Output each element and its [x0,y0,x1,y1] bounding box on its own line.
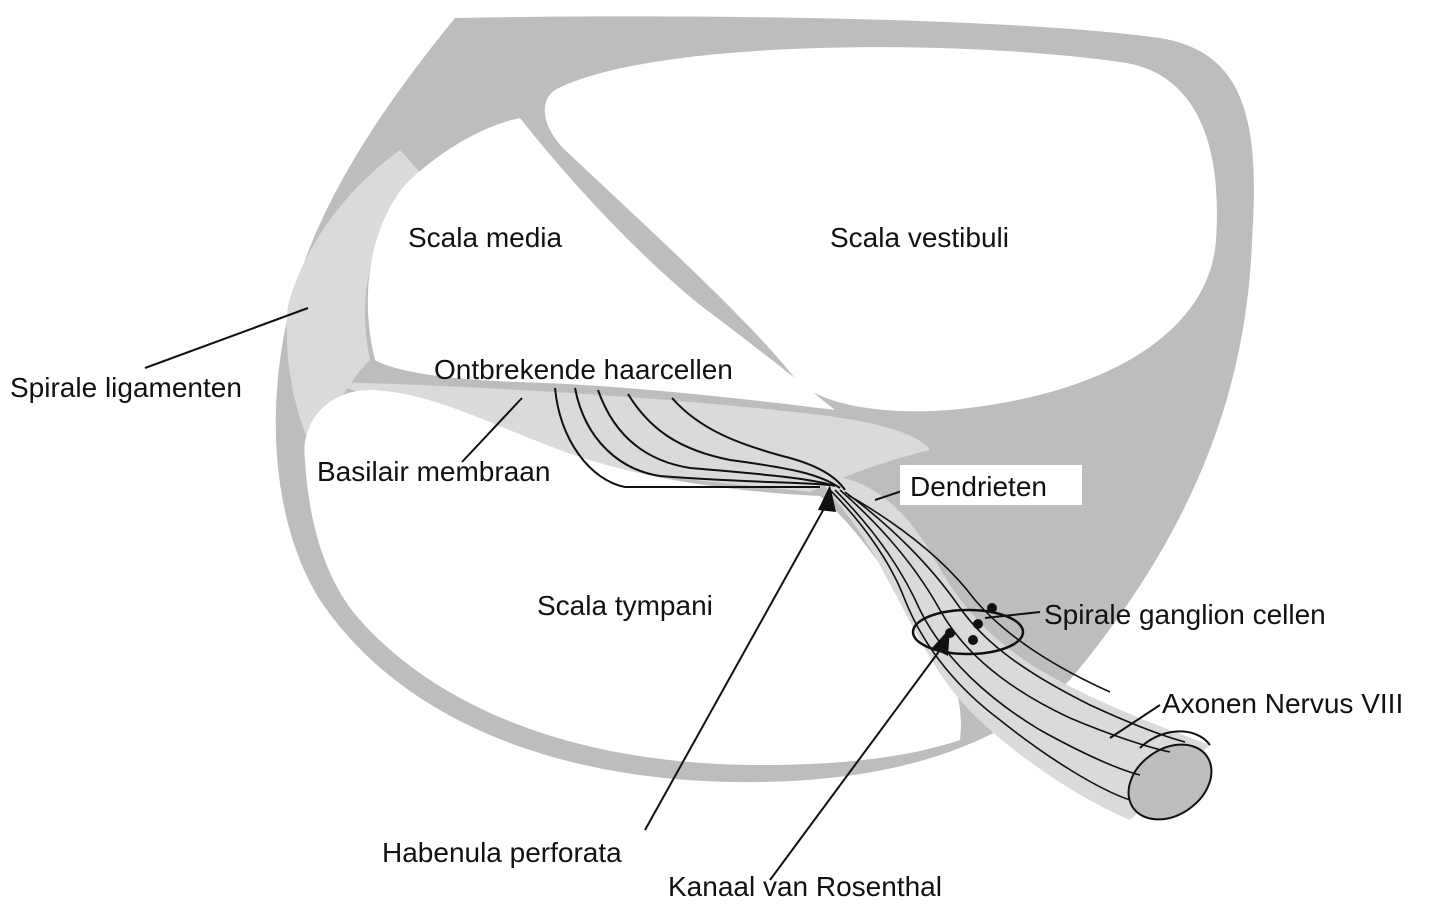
dendrieten-label-box [900,465,1082,505]
label-scala-tympani: Scala tympani [537,590,713,621]
scala-tympani-chamber [304,390,961,765]
arrowhead [932,628,950,656]
label-axonen-nervus: Axonen Nervus VIII [1162,688,1403,719]
arrowhead [818,485,836,512]
label-dendrieten: Dendrieten [910,471,1047,502]
axon-fibers [829,489,1186,801]
label-scala-media: Scala media [408,222,563,253]
label-spirale-ganglion-cellen: Spirale ganglion cellen [1044,599,1326,630]
leader-lines [144,307,1161,881]
ganglion-cell [973,619,983,629]
dendrite-fibers [554,387,846,491]
spiral-ligament-region [286,150,420,460]
label-scala-vestibuli: Scala vestibuli [830,222,1009,253]
label-basilair-membraan: Basilair membraan [317,456,550,487]
nerve-cut-end [1127,743,1213,821]
label-ontbrekende-haarcellen: Ontbrekende haarcellen [434,354,733,385]
scala-vestibuli-chamber [544,47,1217,412]
scala-media-chamber [367,118,835,410]
label-habenula-perforata: Habenula perforata [382,837,622,868]
basilar-membrane-region [330,382,930,492]
ganglion-cell [987,603,997,613]
label-spirale-ligamenten: Spirale ligamenten [10,372,242,403]
rosenthal-canal-oval [911,608,1025,656]
label-kanaal-van-rosenthal: Kanaal van Rosenthal [668,871,942,901]
ganglion-cell [968,635,978,645]
